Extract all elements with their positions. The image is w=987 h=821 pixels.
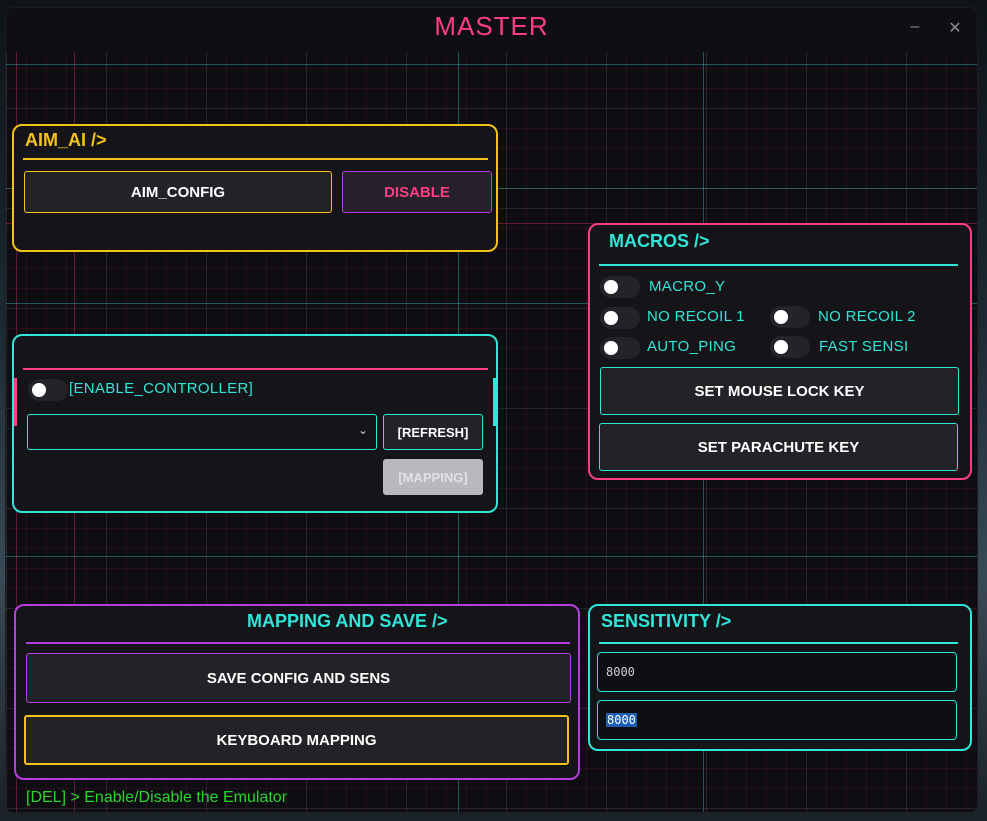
toggle-knob [604,280,618,294]
grid-line [6,64,977,65]
fast-sensi-toggle[interactable] [770,336,810,358]
sensitivity-input-2[interactable]: 8000 [597,700,957,740]
no-recoil-1-label: NO RECOIL 1 [647,308,745,325]
no-recoil-1-toggle[interactable] [600,307,640,329]
toggle-knob [604,341,618,355]
aim-config-button[interactable]: AIM_CONFIG [24,171,332,213]
toggle-knob [774,310,788,324]
sensitivity-panel-title: SENSITIVITY /> [601,611,732,631]
mapping-save-panel-title: MAPPING AND SAVE /> [247,611,448,631]
controller-divider [23,368,488,370]
sensitivity-value-1: 8000 [606,665,635,679]
sensitivity-input-1[interactable]: 8000 [597,652,957,692]
app-window: MASTER – ✕ AIM_AI /> AIM_CONFIG DISABLE … [5,7,978,813]
window-title: MASTER [434,11,549,41]
no-recoil-2-label: NO RECOIL 2 [818,308,916,325]
accent-bar-right [493,378,496,426]
close-icon[interactable]: ✕ [948,20,962,37]
sensitivity-panel: SENSITIVITY /> 8000 8000 [588,604,972,751]
aim-panel-title: AIM_AI /> [25,130,107,150]
auto-ping-toggle[interactable] [600,337,640,359]
controller-dropdown[interactable]: ⌄ [27,414,377,450]
title-bar[interactable]: MASTER – ✕ [6,8,977,52]
enable-controller-label: [ENABLE_CONTROLLER] [69,380,254,397]
toggle-knob [774,340,788,354]
disable-button[interactable]: DISABLE [342,171,492,213]
set-mouse-lock-key-button[interactable]: SET MOUSE LOCK KEY [600,367,959,415]
footer-hint: [DEL] > Enable/Disable the Emulator [26,789,288,806]
aim-divider [23,158,488,160]
accent-bar-left [14,378,17,426]
macros-divider [599,264,958,266]
set-parachute-key-button[interactable]: SET PARACHUTE KEY [599,423,958,471]
auto-ping-label: AUTO_PING [647,338,737,355]
toggle-knob [32,383,46,397]
sensitivity-divider [599,642,958,644]
grid-line [6,303,977,304]
fast-sensi-label: FAST SENSI [819,338,909,355]
macros-panel-title: MACROS /> [609,231,710,251]
enable-controller-toggle[interactable] [28,379,68,401]
no-recoil-2-toggle[interactable] [770,306,810,328]
toggle-knob [604,311,618,325]
keyboard-mapping-button[interactable]: KEYBOARD MAPPING [24,715,569,765]
mapping-button[interactable]: [MAPPING] [383,459,483,495]
save-config-button[interactable]: SAVE CONFIG AND SENS [26,653,571,703]
grid-line [6,556,977,557]
sensitivity-value-2: 8000 [606,713,637,727]
macro-y-toggle[interactable] [600,276,640,298]
chevron-down-icon: ⌄ [357,423,368,437]
refresh-button[interactable]: [REFRESH] [383,414,483,450]
mapping-save-panel: MAPPING AND SAVE /> SAVE CONFIG AND SENS… [14,604,580,780]
macro-y-label: MACRO_Y [649,278,726,295]
minimize-icon[interactable]: – [910,18,920,35]
macros-panel: MACROS /> MACRO_Y NO RECOIL 1 NO RECOIL … [588,223,972,480]
controller-panel: [ENABLE_CONTROLLER] ⌄ [REFRESH] [MAPPING… [12,334,498,513]
aim-panel: AIM_AI /> AIM_CONFIG DISABLE [12,124,498,252]
mapping-divider [26,642,570,644]
